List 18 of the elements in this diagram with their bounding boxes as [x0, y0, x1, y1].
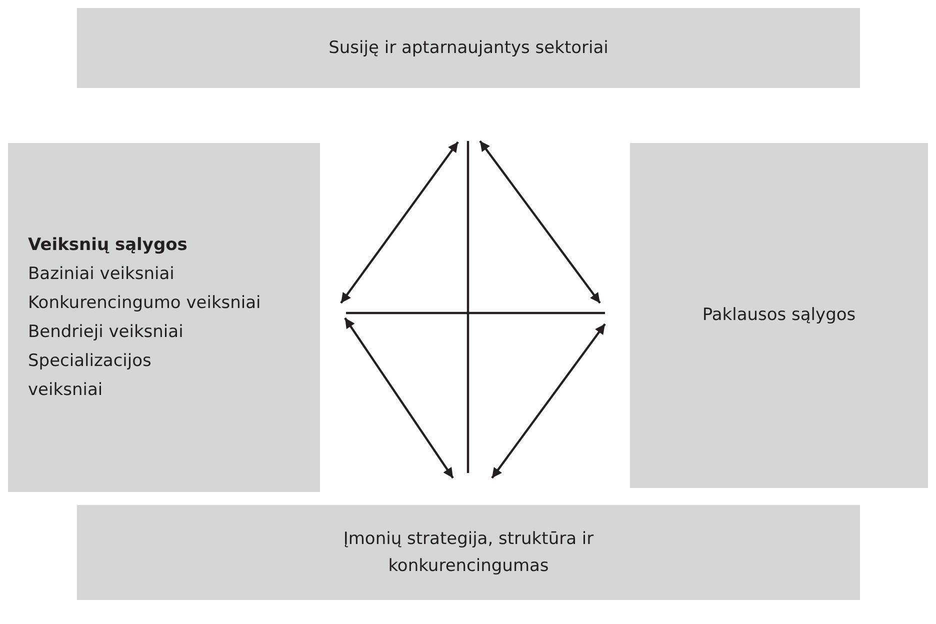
- axis-line: [466, 141, 470, 473]
- box-label: Įmonių strategija, struktūra ir konkurencingumas: [342, 528, 595, 578]
- double-arrow: [479, 140, 601, 304]
- double-arrow: [491, 323, 606, 479]
- box-label: Paklausos sąlygos: [702, 304, 856, 327]
- factor-text: Konkurencingumo veiksniai: [28, 292, 261, 314]
- factor-text: Bendrieji veiksniai: [28, 320, 184, 344]
- factor-text: Specializacijos veiksniai: [28, 350, 152, 402]
- heading: Veiksnių sąlygos: [28, 234, 188, 256]
- factor-box: [8, 143, 320, 492]
- double-arrow: [344, 317, 454, 479]
- sector-box: [77, 8, 860, 88]
- double-arrow: [340, 141, 459, 304]
- box-label: Susiję ir aptarnaujantys sektoriai: [328, 36, 608, 60]
- factor-text: Baziniai veiksniai: [28, 262, 174, 286]
- strategy-box: [77, 505, 860, 600]
- demand-box: [630, 143, 928, 488]
- axis-line: [346, 312, 605, 314]
